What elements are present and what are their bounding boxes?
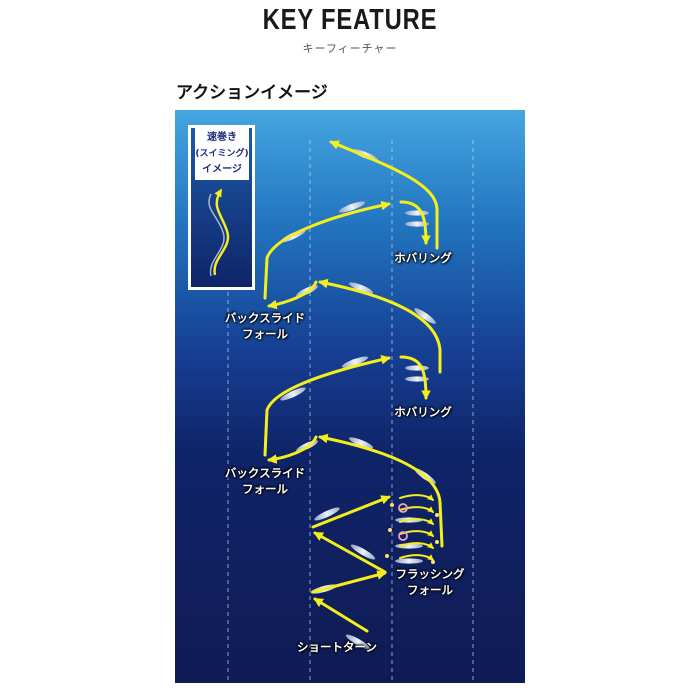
inset-caption: 速巻き (スイミング) イメージ — [195, 128, 249, 180]
action-arrows — [263, 140, 444, 633]
action-diagram-graphic — [175, 110, 525, 683]
page-subtitle: キーフィーチャー — [302, 42, 398, 55]
label-line: バックスライド — [224, 311, 306, 325]
inset-caption-line: (スイミング) — [195, 149, 249, 159]
label-line: フォール — [407, 583, 453, 597]
inset-caption-line: 速巻き — [207, 132, 237, 143]
label-line: フォール — [242, 482, 288, 496]
label-line: フラッシング — [395, 567, 465, 581]
label-line: フォール — [242, 327, 288, 341]
flash-icons — [398, 503, 408, 541]
label-hovering-1: ホバリング — [394, 251, 452, 265]
label-flashing-fall: フラッシング フォール — [396, 566, 465, 598]
label-backslide-fall-1: バックスライド フォール — [225, 310, 305, 342]
label-line: バックスライド — [224, 466, 306, 480]
section-title: アクションイメージ — [176, 83, 328, 103]
action-diagram: 速巻き (スイミング) イメージ ホバリング バックスライド フォール ホバリン… — [175, 110, 525, 683]
label-hovering-2: ホバリング — [394, 405, 452, 419]
label-short-turn: ショートターン — [297, 640, 377, 654]
label-backslide-fall-2: バックスライド フォール — [225, 465, 305, 497]
inset-caption-line: イメージ — [202, 164, 242, 175]
page-title: KEY FEATURE — [262, 4, 438, 36]
sparkle-icons — [385, 503, 439, 564]
